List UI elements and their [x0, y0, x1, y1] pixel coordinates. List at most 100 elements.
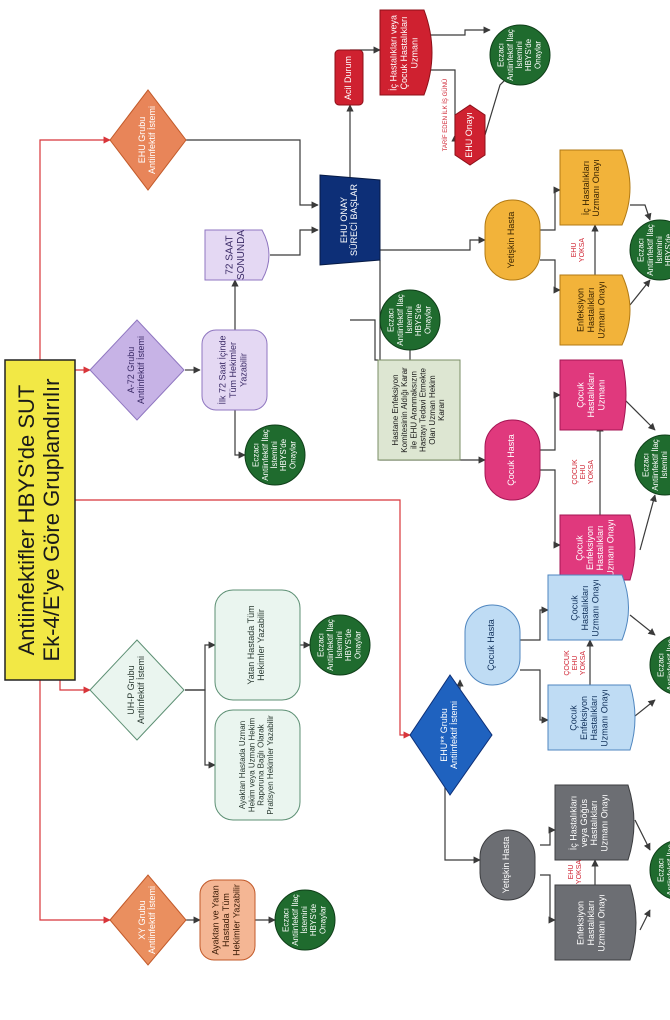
- cocuk-enf-onayi-box: ÇocukEnfeksiyonHastalıklarıUzmanı Onayı: [547, 684, 636, 751]
- cocuk-enf-onayi-text: ÇocukEnfeksiyonHastalıklarıUzmanı Onayı: [569, 689, 610, 747]
- enf-onayi-b-box: EnfeksiyonHastalıklarıUzmanı Onayı: [554, 884, 637, 961]
- ehu-onay-sureci: EHU ONAYSÜRECİ BAŞLAR: [319, 174, 381, 266]
- cocuk-bottom: Çocuk Hasta: [464, 604, 521, 686]
- saat72-text: 72 SAATSONUNDA: [224, 230, 247, 280]
- eczaci-a72: EczacıAntiinfektif İlaçİsteminiHBYS'deOn…: [244, 424, 306, 486]
- xy-group-diamond: XY GrubuAntiinfektif İstemi: [109, 874, 187, 966]
- eczaci-cocuk-bottom-text: EczacıAntiinfektif İlaçİsteminiHBYS'deOn…: [657, 639, 670, 691]
- eczaci-yetiskin-bottom: EczacıAntiinfektif İlaçİsteminiHBYS'deOn…: [649, 839, 670, 901]
- hastane-text: Hastane EnfeksiyonKomitesinin Aldığı Kar…: [391, 367, 446, 453]
- ehu-group-text: EHU GrubuAntiinfektif İstemi: [137, 106, 157, 174]
- arrow-title-to-ehu2: [75, 499, 411, 739]
- yetiskin-top: Yetişkin Hasta: [484, 199, 541, 281]
- arrow-uhp-to-yatan: [185, 641, 216, 691]
- eczaci-acil-text: EczacıAntiinfektif İlaçİsteminiHBYS'deOn…: [497, 29, 543, 81]
- yetiskin-top-text: Yetişkin Hasta: [506, 212, 516, 269]
- cocuk-enf-uzman-text: ÇocukEnfeksiyonHastalıklarıUzmanı Onayı: [575, 519, 616, 577]
- ehu2-group-diamond: EHU** GrubuAntiinfektif İstemi: [409, 674, 493, 796]
- arrow-coc-to-uzman: [540, 391, 561, 451]
- ilk72-text: İlk 72 Saat İçindeTüm HekimlerYazabilir: [218, 335, 249, 404]
- eczaci-yetiskin-top-text: EczacıAntiinfektif İlaçİsteminiHBYS'deOn…: [637, 224, 670, 276]
- arrow-uzman-to-eczaci: [430, 26, 491, 36]
- arrow-onay-to-hastane: [350, 319, 378, 361]
- arrow-enfb-to-eczaci: [639, 909, 651, 931]
- arrow-enf-to-eczaci: [629, 279, 651, 306]
- yetiskin-bottom: Yetişkin Hasta: [479, 829, 536, 901]
- ehu2-group-text: EHU** GrubuAntiinfektif İstemi: [439, 701, 459, 769]
- cocuk-uzman-onayi-text: ÇocukHastalıklarıUzmanı Onayı: [570, 579, 601, 637]
- eczaci-yetiskin-top: EczacıAntiinfektif İlaçİsteminiHBYS'deOn…: [629, 219, 670, 281]
- cocuk-top-text: Çocuk Hasta: [506, 434, 516, 486]
- ic-cocuk-uzman-box: İç Hastalıkları veyaÇocuk HastalıklarıUz…: [379, 9, 433, 96]
- enf-onayi-box: EnfeksiyonHastalıklarıUzmanı Onayı: [559, 274, 631, 346]
- eczaci-cocuk-top: EczacıAntiinfektif İlaçİsteminiHBYS'deOn…: [634, 434, 670, 496]
- cocuk-bottom-text: Çocuk Hasta: [486, 619, 496, 671]
- cocuk-ehu-yoksa-bottom-text: ÇOCUKEHUYOKSA: [564, 650, 587, 676]
- cocuk-uzman-onayi-box: ÇocukHastalıklarıUzmanı Onayı: [547, 574, 629, 641]
- arrow-ehu-to-onay: [185, 139, 319, 209]
- hastane-box: Hastane EnfeksiyonKomitesinin Aldığı Kar…: [377, 359, 461, 461]
- arrow-cocb-uzman-to-eczaci: [629, 614, 656, 636]
- arrow-cocuk-enf-to-eczaci: [639, 494, 657, 551]
- cocuk-ehu-yoksa-top-text: ÇOCUKEHUYOKSA: [572, 459, 595, 485]
- arrow-title-to-xy: [39, 680, 111, 924]
- eczaci-acil: EczacıAntiinfektif İlaçİsteminiHBYS'deOn…: [489, 24, 551, 86]
- ic-cocuk-uzman-text: İç Hastalıkları veyaÇocuk HastalıklarıUz…: [389, 15, 420, 91]
- eczaci-uhp-text: EczacıAntiinfektif İlaçİsteminiHBYS'deOn…: [317, 619, 363, 671]
- xy-tum-text: Ayaktan ve YatanHastada TümHekimler Yaza…: [211, 884, 242, 956]
- ic-onayi-text: İç HastalıklarıUzmanı Onayı: [581, 159, 601, 217]
- ehu-yoksa-top-text: EHUYOKSA: [571, 238, 586, 262]
- arrow-coc-to-enf: [540, 469, 561, 549]
- xy-group-text: XY GrubuAntiinfektif İstemi: [137, 886, 157, 954]
- arrow-saat72-to-onay: [270, 226, 319, 256]
- yatan-text: Yatan Hastada TümHekimler Yazabilir: [246, 605, 266, 684]
- eczaci-hastane-text: EczacıAntiinfektif İlaçİsteminiHBYS'deOn…: [387, 294, 433, 346]
- uhp-group-diamond: UH-P GrubuAntiinfektif İstemi: [89, 639, 185, 741]
- arrow-uzman-to-ehuonay: [430, 69, 459, 136]
- eczaci-hastane: EczacıAntiinfektif İlaçİsteminiHBYS'deOn…: [379, 289, 441, 351]
- arrow-icb-to-eczaci: [634, 819, 651, 851]
- saat72-box: 72 SAATSONUNDA: [204, 229, 270, 281]
- cocuk-top: Çocuk Hasta: [484, 419, 541, 501]
- ilk72-box: İlk 72 Saat İçindeTüm HekimlerYazabilir: [201, 329, 268, 411]
- arrow-title-to-ehu: [39, 136, 111, 360]
- arrow-uhp-to-ayaktan: [185, 689, 216, 769]
- acil-box: Acil Durum: [334, 49, 364, 106]
- arrow-ilk72-to-eczaci: [234, 410, 246, 459]
- a72-group-text: A-72 GrubuAntiinfektif İstemi: [126, 336, 146, 404]
- arrow-yetb-to-enf: [540, 874, 556, 924]
- xy-tum-box: Ayaktan ve YatanHastada TümHekimler Yaza…: [199, 879, 256, 961]
- ic-gogus-onayi-box: İç Hastalıklarıveya GöğüsHastalıklarıUzm…: [554, 784, 635, 861]
- yatan-box: Yatan Hastada TümHekimler Yazabilir: [214, 589, 301, 701]
- yetiskin-bottom-text: Yetişkin Hasta: [501, 837, 511, 894]
- ayaktan-text: Ayaktan Hastada UzmanHekim veya Uzman He…: [238, 715, 275, 815]
- arrow-cocb-to-uzman: [520, 606, 549, 641]
- ic-gogus-onayi-text: İç Hastalıklarıveya GöğüsHastalıklarıUzm…: [569, 794, 610, 852]
- cocuk-enf-uzman-box: ÇocukEnfeksiyonHastalıklarıUzmanı Onayı: [559, 514, 636, 581]
- arrow-yetb-to-ic: [540, 826, 556, 846]
- uhp-group-text: UH-P GrubuAntiinfektif İstemi: [126, 656, 146, 724]
- arrow-onay-to-yetiskin: [370, 236, 486, 251]
- title-text: Antiinfektifler HBYS'de SUTEk-4/E'ye Gör…: [14, 379, 64, 662]
- enf-onayi-text: EnfeksiyonHastalıklarıUzmanı Onayı: [576, 281, 607, 339]
- arrow-ic-to-eczaci: [630, 204, 652, 221]
- arrow-cocb-to-enf: [520, 669, 549, 724]
- ehu-onay-sureci-text: EHU ONAYSÜRECİ BAŞLAR: [339, 183, 359, 256]
- arrow-ehuonay-to-eczaci: [484, 74, 511, 136]
- title-box: Antiinfektifler HBYS'de SUTEk-4/E'ye Gör…: [4, 359, 76, 681]
- tarif-text: TARİF EDEN İLK İŞ GÜNÜ: [442, 79, 449, 152]
- ehu-group-diamond: EHU GrubuAntiinfektif İstemi: [109, 89, 187, 191]
- ehu-onayi-hex: EHU Onayı: [454, 104, 486, 166]
- ayaktan-box: Ayaktan Hastada UzmanHekim veya Uzman He…: [214, 709, 301, 821]
- acil-text: Acil Durum: [343, 56, 353, 100]
- cocuk-uzman-box: ÇocukHastalıklarıUzmanı: [559, 359, 627, 431]
- arrow-yet-to-enf: [540, 259, 561, 294]
- eczaci-cocuk-bottom: EczacıAntiinfektif İlaçİsteminiHBYS'deOn…: [649, 634, 670, 696]
- arrow-yet-to-ic: [540, 186, 561, 231]
- eczaci-uhp: EczacıAntiinfektif İlaçİsteminiHBYS'deOn…: [309, 614, 371, 676]
- cocuk-uzman-text: ÇocukHastalıklarıUzmanı: [576, 372, 607, 417]
- arrow-ehu2-to-yetiskin: [444, 780, 481, 864]
- eczaci-a72-text: EczacıAntiinfektif İlaçİsteminiHBYS'deOn…: [252, 429, 298, 481]
- enf-onayi-b-text: EnfeksiyonHastalıklarıUzmanı Onayı: [576, 894, 607, 952]
